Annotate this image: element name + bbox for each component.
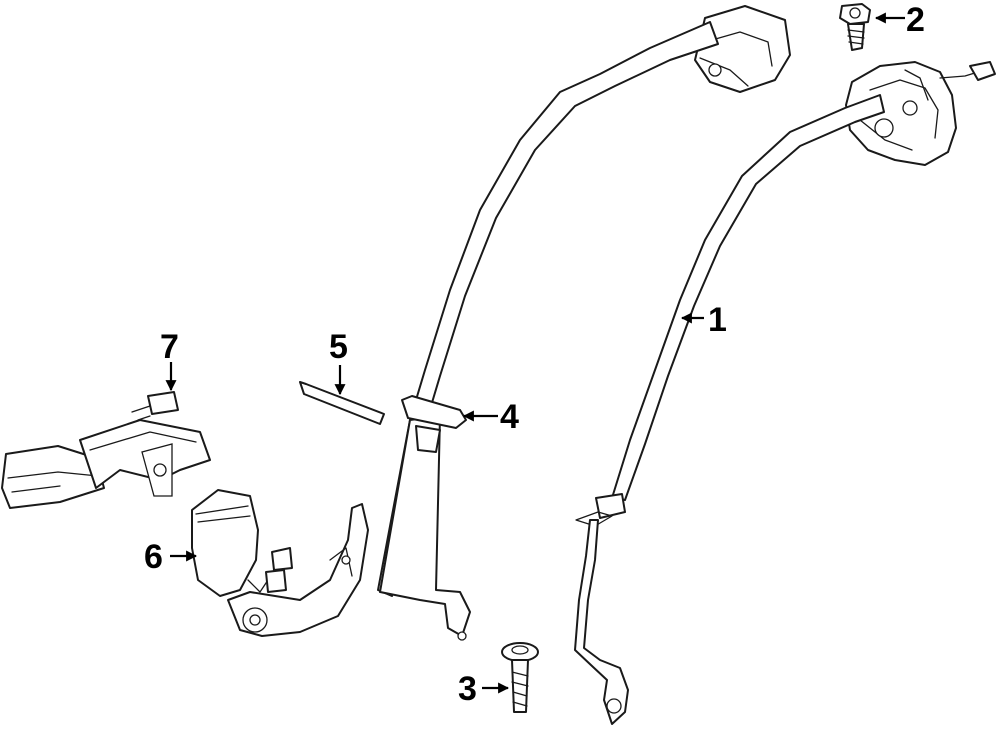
callout-6: 6 bbox=[144, 538, 163, 576]
callout-2: 2 bbox=[906, 1, 925, 39]
part-1-seat-belt-assembly[interactable]: 1 bbox=[574, 61, 996, 725]
callout-5: 5 bbox=[329, 328, 348, 366]
callout-3: 3 bbox=[458, 670, 477, 708]
part-6-buckle[interactable]: 6 bbox=[144, 489, 369, 637]
part-5-trim-strip[interactable]: 5 bbox=[299, 328, 385, 425]
part-4-center-belt[interactable]: 4 bbox=[377, 5, 791, 641]
part-7-buckle-anchor[interactable]: 7 bbox=[1, 328, 211, 509]
callout-1: 1 bbox=[708, 301, 727, 339]
callout-4: 4 bbox=[500, 398, 519, 436]
part-3-bolt[interactable]: 3 bbox=[458, 642, 539, 713]
part-2-bolt[interactable]: 2 bbox=[839, 1, 925, 51]
callout-7: 7 bbox=[160, 328, 179, 366]
